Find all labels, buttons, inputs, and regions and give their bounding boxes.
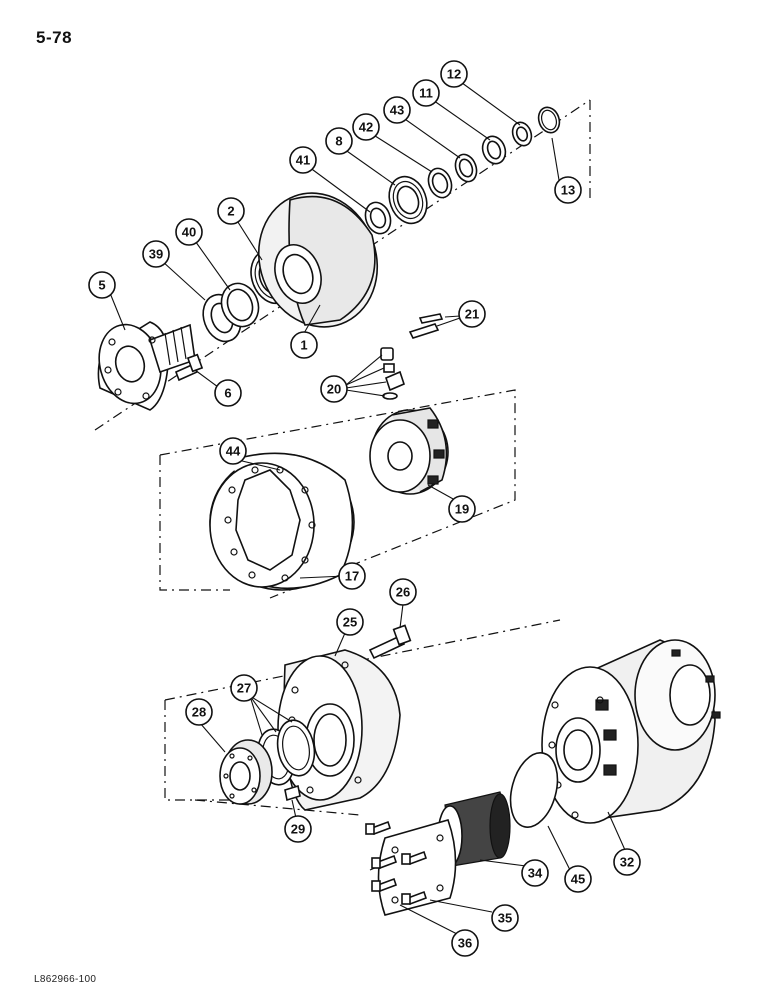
svg-text:34: 34 xyxy=(528,866,543,881)
pins-21 xyxy=(408,313,444,339)
svg-text:39: 39 xyxy=(149,247,163,262)
lock-ring-12 xyxy=(511,121,533,147)
callout-21: 21 xyxy=(458,300,486,328)
snap-ring-13 xyxy=(537,106,561,134)
svg-text:6: 6 xyxy=(224,386,231,401)
svg-text:25: 25 xyxy=(343,615,357,630)
callout-42: 42 xyxy=(352,113,380,141)
bearing-cup-40 xyxy=(220,282,260,328)
document-code: L862966-100 xyxy=(34,974,97,985)
hub-housing-1 xyxy=(257,192,379,328)
svg-text:35: 35 xyxy=(498,911,512,926)
svg-text:36: 36 xyxy=(458,936,472,951)
washer-43 xyxy=(454,153,478,183)
o-ring-45 xyxy=(509,752,559,828)
hub-assembly-28 xyxy=(219,739,273,805)
svg-text:21: 21 xyxy=(465,307,479,322)
callout-26: 26 xyxy=(389,578,417,606)
svg-text:41: 41 xyxy=(296,153,310,168)
callout-29: 29 xyxy=(284,815,312,843)
bolt-6 xyxy=(174,353,204,382)
fittings-20 xyxy=(380,347,405,400)
svg-text:12: 12 xyxy=(447,67,461,82)
callout-35: 35 xyxy=(491,904,519,932)
callout-28: 28 xyxy=(185,698,213,726)
bolt-26 xyxy=(368,624,412,660)
svg-text:11: 11 xyxy=(419,86,433,101)
bearing-cup-41 xyxy=(364,201,392,235)
ring-gear-44 xyxy=(209,452,355,591)
svg-text:28: 28 xyxy=(192,705,206,720)
group-outline-upper xyxy=(94,99,591,599)
spacer-42 xyxy=(427,167,453,199)
callout-36: 36 xyxy=(451,929,479,957)
callout-17: 17 xyxy=(338,562,366,590)
callout-40: 40 xyxy=(175,218,203,246)
svg-text:2: 2 xyxy=(227,204,234,219)
callout-41: 41 xyxy=(289,146,317,174)
callout-12: 12 xyxy=(440,60,468,88)
svg-text:43: 43 xyxy=(390,103,404,118)
callout-13: 13 xyxy=(554,176,582,204)
svg-text:1: 1 xyxy=(300,338,307,353)
leader-lines xyxy=(109,79,626,936)
callout-8: 8 xyxy=(325,127,353,155)
wheel-hub-32 xyxy=(541,639,721,824)
planet-carrier-19 xyxy=(369,407,449,495)
callout-6: 6 xyxy=(214,379,242,407)
callout-2: 2 xyxy=(217,197,245,225)
svg-text:42: 42 xyxy=(359,120,373,135)
callout-32: 32 xyxy=(613,848,641,876)
callout-39: 39 xyxy=(142,240,170,268)
svg-text:29: 29 xyxy=(291,822,305,837)
svg-text:32: 32 xyxy=(620,855,634,870)
callout-45: 45 xyxy=(564,865,592,893)
svg-text:20: 20 xyxy=(327,382,341,397)
svg-text:8: 8 xyxy=(335,134,342,149)
svg-text:44: 44 xyxy=(226,444,241,459)
callout-27: 27 xyxy=(230,674,258,702)
retainer-29 xyxy=(284,784,301,802)
callout-11: 11 xyxy=(412,79,440,107)
callout-1: 1 xyxy=(290,331,318,359)
seals-27 xyxy=(256,719,316,786)
svg-text:26: 26 xyxy=(396,585,410,600)
callout-43: 43 xyxy=(383,96,411,124)
svg-text:45: 45 xyxy=(571,872,585,887)
callout-25: 25 xyxy=(336,608,364,636)
bearing-8 xyxy=(388,175,428,225)
svg-text:17: 17 xyxy=(345,569,359,584)
callout-34: 34 xyxy=(521,859,549,887)
callout-19: 19 xyxy=(448,495,476,523)
nut-11 xyxy=(481,135,507,165)
bolts-36 xyxy=(365,820,428,906)
svg-text:13: 13 xyxy=(561,183,575,198)
svg-text:19: 19 xyxy=(455,502,469,517)
callout-44: 44 xyxy=(219,437,247,465)
callout-20: 20 xyxy=(320,375,348,403)
svg-text:5: 5 xyxy=(98,278,105,293)
svg-text:40: 40 xyxy=(182,225,196,240)
svg-text:27: 27 xyxy=(237,681,251,696)
output-flange-5 xyxy=(97,321,196,411)
page-number: 5-78 xyxy=(36,28,73,47)
callout-5: 5 xyxy=(88,271,116,299)
